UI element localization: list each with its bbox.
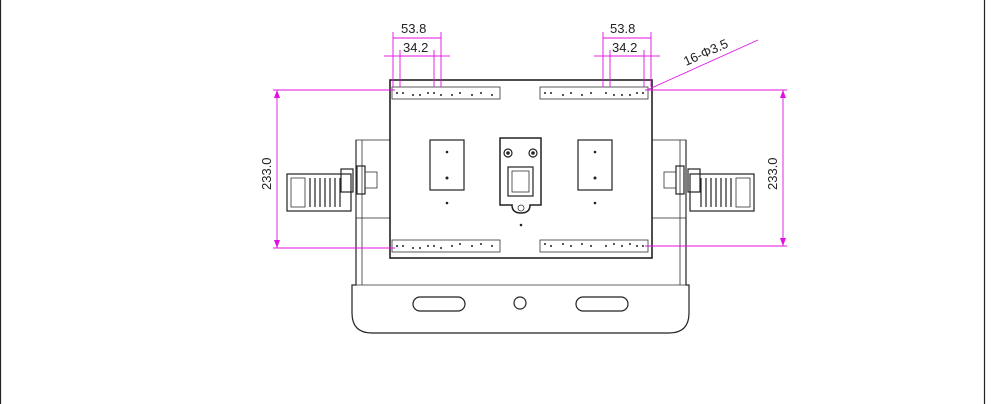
dim-left-height: 233.0	[259, 157, 274, 190]
rail-top-left	[391, 86, 501, 100]
center-hole	[513, 296, 527, 310]
dim-top-right-outer: 53.8	[610, 21, 635, 36]
dim-top-left-outer: 53.8	[401, 21, 426, 36]
left-pocket	[429, 139, 465, 205]
rail-bottom-left	[391, 239, 501, 253]
right-heatsink	[663, 165, 755, 212]
rail-holes	[396, 92, 644, 249]
dim-right-height: 233.0	[765, 157, 780, 190]
left-slot	[412, 296, 466, 312]
left-heatsink	[286, 165, 378, 212]
right-pocket	[577, 139, 613, 205]
mounting-bracket	[351, 140, 690, 334]
dim-top-left-inner: 34.2	[403, 40, 428, 55]
left-side-plate	[355, 139, 391, 219]
right-side-plate	[651, 139, 687, 219]
rail-top-right	[539, 86, 649, 100]
dimension-lines	[273, 32, 787, 249]
center-connector	[499, 137, 542, 227]
main-plate	[389, 79, 653, 259]
dim-top-right-inner: 34.2	[612, 40, 637, 55]
right-slot	[575, 296, 629, 312]
